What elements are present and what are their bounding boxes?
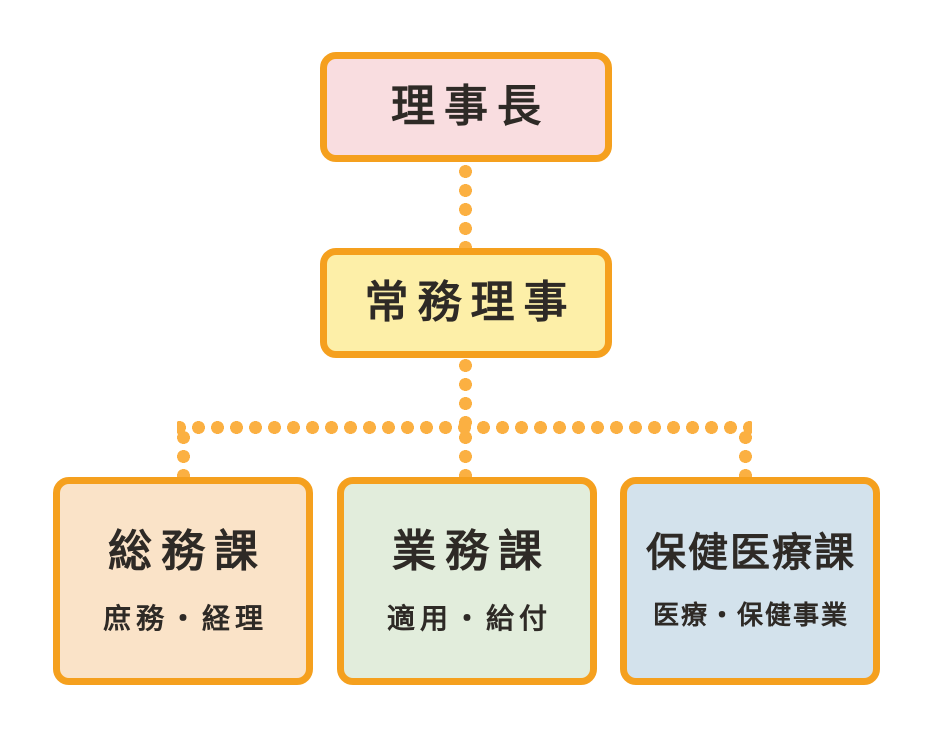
org-node-operations-subtitle: 適用・給付 bbox=[386, 602, 552, 636]
org-node-chairman-title: 理事長 bbox=[391, 80, 550, 132]
org-node-general-affairs[interactable]: 総務課 庶務・経理 bbox=[53, 477, 313, 685]
connector-chairman-to-managing-director bbox=[459, 162, 472, 252]
org-node-managing-director[interactable]: 常務理事 bbox=[320, 248, 612, 358]
connector-horizontal-bus bbox=[177, 421, 752, 434]
org-node-managing-director-title: 常務理事 bbox=[364, 276, 577, 328]
connector-bus-to-operations bbox=[459, 428, 472, 481]
connector-bus-to-general-affairs bbox=[177, 428, 190, 481]
org-node-health-medical-subtitle: 医療・保健事業 bbox=[652, 601, 849, 632]
org-node-health-medical[interactable]: 保健医療課 医療・保健事業 bbox=[620, 477, 880, 685]
org-node-operations-title: 業務課 bbox=[392, 525, 551, 577]
org-node-chairman[interactable]: 理事長 bbox=[320, 52, 612, 162]
org-node-operations[interactable]: 業務課 適用・給付 bbox=[337, 477, 597, 685]
connector-bus-to-health-medical bbox=[739, 428, 752, 481]
org-node-general-affairs-subtitle: 庶務・経理 bbox=[102, 602, 268, 636]
connector-managing-director-to-bus bbox=[459, 356, 472, 432]
org-node-general-affairs-title: 総務課 bbox=[108, 525, 267, 577]
org-node-health-medical-title: 保健医療課 bbox=[646, 530, 856, 577]
